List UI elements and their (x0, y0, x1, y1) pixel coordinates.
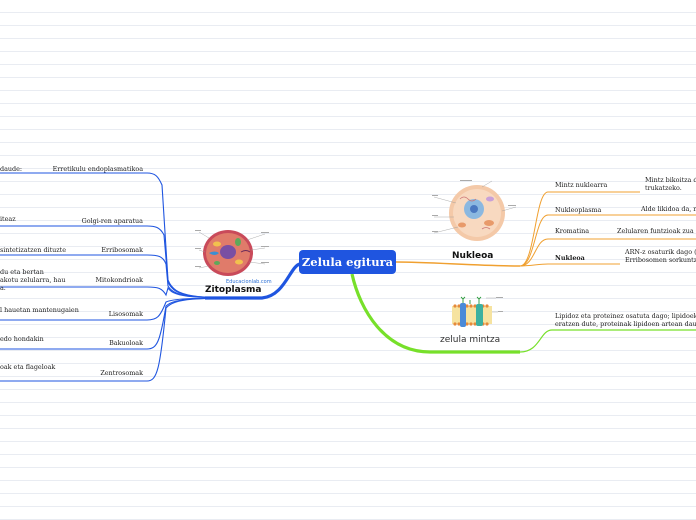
zitoplasma-item-desc: edo hondakin (0, 335, 44, 343)
nukleoa-item-label[interactable]: Nukleoplasma (555, 206, 602, 214)
zitoplasma-item-desc: oak eta flageloak (0, 363, 56, 371)
nukleoa-item-label[interactable]: Nukleoa (555, 254, 585, 262)
nukleoa-item-desc: Alde likidoa da, no (641, 205, 696, 213)
zitoplasma-item-desc: du eta bertan akotu zelularra, hau a. (0, 268, 66, 292)
zitoplasma-item-desc: iteaz (0, 215, 16, 223)
nukleoa-item-label[interactable]: Kromatina (555, 227, 590, 235)
cell-cross-section-illustration (432, 180, 517, 241)
nukleoa-title[interactable]: Nukleoa (452, 251, 494, 261)
zitoplasma-item-label[interactable]: Bakuoloak (109, 339, 143, 347)
zitoplasma-item-label[interactable]: Mitokondrioak (95, 276, 143, 284)
zitoplasma-item-label[interactable]: Erribosomak (101, 246, 143, 254)
zelula-mintza-desc: Lipidoz eta proteinez osatuta dago; lipi… (555, 312, 696, 328)
zitoplasma-item-desc: l hauetan mantenugaien (0, 306, 79, 314)
zelula-mintza-title[interactable]: zelula mintza (440, 335, 501, 345)
image-credit: Educacionlab.com (226, 279, 272, 285)
nukleoa-item-label[interactable]: Mintz nuklearra (555, 181, 608, 189)
central-topic[interactable]: Zelula egitura (299, 250, 396, 274)
nukleoa-item-desc: ARN-z osaturik dago (A Erribosomen sorku… (625, 248, 696, 264)
nukleoa-item-desc: Zelularen funtzioak zua (617, 227, 694, 235)
zitoplasma-item-label[interactable]: Zentrosomak (100, 369, 143, 377)
zitoplasma-item-desc: sintetizatzen dituzte (0, 246, 66, 254)
zitoplasma-title[interactable]: Zitoplasma (205, 285, 262, 295)
zitoplasma-item-label[interactable]: Golgi-ren aparatua (81, 217, 143, 225)
zitoplasma-item-desc: daude: (0, 165, 23, 173)
nukleoa-item-desc: Mintz bikoitza du trukatzeko. (645, 176, 696, 192)
zitoplasma-item-label[interactable]: Lisosomak (108, 310, 143, 318)
zitoplasma-item-label[interactable]: Erretikulu endoplasmatikoa (52, 165, 143, 173)
membrane-illustration (452, 296, 503, 327)
animal-cell-illustration (195, 230, 269, 276)
